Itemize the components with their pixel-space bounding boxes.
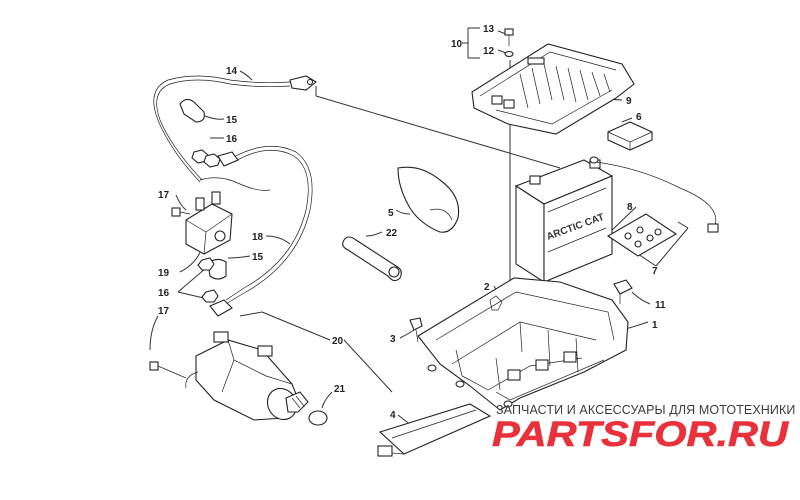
retaining-strap [377,403,492,457]
callout-15-bottom: 15 [252,252,264,263]
terminal-boot-top [179,98,205,123]
battery: ARCTIC CAT [514,159,614,284]
callout-18: 18 [252,232,264,243]
callout-17-bottom: 17 [158,306,170,317]
control-module [471,43,635,135]
o-ring [308,410,328,426]
washer-12 [504,50,514,58]
battery-tray [417,277,629,411]
callout-2: 2 [484,282,490,293]
cable-terminal-left [589,156,599,164]
screw-17-top [171,207,191,217]
callout-14: 14 [226,66,238,77]
main-cable [153,75,317,183]
callout-6: 6 [636,112,642,123]
nut-16-top [191,149,221,168]
callout-22: 22 [386,228,398,239]
watermark-logo: PARTSFOR.RU [492,415,789,454]
push-rivet [409,317,423,343]
callout-13: 13 [483,24,495,35]
callout-4: 4 [390,410,396,421]
callout-5: 5 [388,208,394,219]
spanner-wrench [342,236,402,282]
bracket-11 [613,279,633,304]
screw-13 [504,28,514,46]
watermark-tagline: ЗАПЧАСТИ И АКСЕССУАРЫ ДЛЯ МОТОТЕХНИКИ [496,403,796,417]
callout-8: 8 [627,202,633,213]
starter-solenoid [185,177,271,255]
callout-9: 9 [626,96,632,107]
callout-20: 20 [332,336,344,347]
watermark-logo-text: PARTSFOR.RU [492,415,789,454]
callout-21: 21 [334,384,346,395]
starter-motor [185,331,309,421]
starter-cable [209,145,313,317]
foam-pad [607,121,653,151]
callout-11: 11 [655,300,666,311]
callout-16-top: 16 [226,134,238,145]
callout-19: 19 [158,268,170,279]
callout-10: 10 [451,39,463,50]
callout-labels: 13 10 12 9 6 14 15 16 17 18 19 15 16 17 … [158,24,666,421]
battery-cable [595,161,717,229]
tray-clip [489,295,503,311]
callout-12: 12 [483,46,495,57]
callout-3: 3 [390,334,396,345]
terminal-cover [397,166,460,233]
screw-17-bottom [149,361,187,379]
nut-16-bottom [197,257,219,303]
callout-7: 7 [652,266,658,277]
callout-17-top: 17 [158,190,170,201]
hardware-kit [606,213,678,257]
callout-15-top: 15 [226,115,238,126]
callout-1: 1 [652,320,658,331]
cable-terminal-right [707,223,719,233]
callout-16-bottom: 16 [158,288,170,299]
